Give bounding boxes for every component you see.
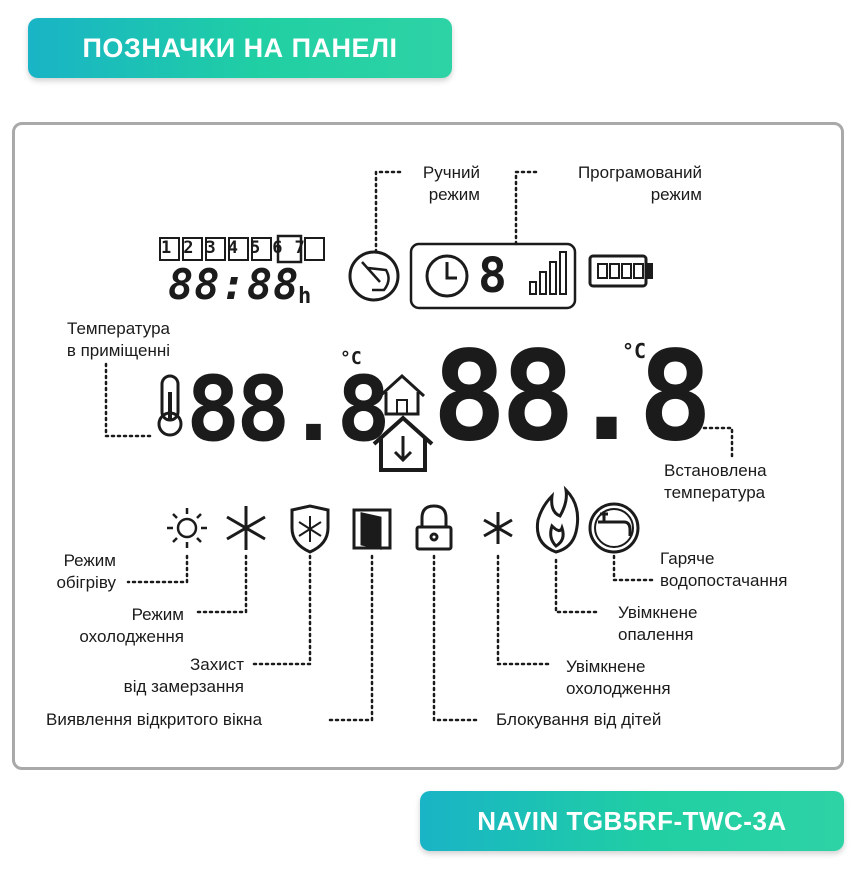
lock-icon — [415, 504, 453, 551]
signal-bars-icon — [529, 251, 567, 295]
leader-program — [514, 170, 542, 246]
set-temp-unit: °C — [622, 339, 647, 363]
title-banner: ПОЗНАЧКИ НА ПАНЕЛІ — [28, 18, 452, 78]
lcd-panel-frame — [12, 122, 844, 770]
leader-manual — [374, 170, 402, 254]
room-temp-unit: °C — [340, 348, 362, 369]
leader-hot-water — [612, 554, 654, 582]
program-digit: 8 — [478, 248, 507, 304]
set-temperature-value: 88.8 — [432, 325, 713, 469]
window-icon — [352, 508, 392, 550]
leader-heating-mode — [126, 554, 189, 584]
clock-icon — [425, 254, 469, 298]
battery-icon — [588, 254, 653, 288]
hot-water-icon — [588, 502, 640, 554]
house-icon — [378, 373, 426, 416]
leader-heating-on — [554, 558, 602, 614]
label-child-lock: Блокування від дітей — [496, 710, 662, 729]
leader-room-temp — [104, 362, 152, 438]
frost-shield-icon — [290, 504, 330, 554]
sun-icon — [167, 508, 207, 548]
label-open-window: Виявлення відкритого вікна — [46, 710, 263, 729]
leader-cooling-mode — [194, 554, 248, 614]
thermometer-icon — [157, 374, 183, 437]
clock-display: 88:88 — [168, 260, 300, 309]
leader-window — [324, 554, 374, 722]
weekday-numbers: 1234567 — [161, 238, 317, 258]
leader-frost — [248, 554, 312, 666]
program-mode-box — [409, 242, 577, 310]
leader-child-lock — [432, 554, 482, 722]
house-heating-icon — [372, 415, 434, 472]
cooling-on-icon — [483, 512, 513, 544]
snowflake-icon — [226, 506, 266, 550]
leader-set-temp — [648, 426, 734, 460]
clock-unit: h — [298, 284, 312, 309]
weekday-indicators — [159, 234, 325, 264]
page-title: ПОЗНАЧКИ НА ПАНЕЛІ — [82, 32, 398, 63]
flame-icon — [535, 485, 580, 554]
manual-mode-icon — [348, 250, 400, 302]
model-name: NAVIN TGB5RF-TWC-3A — [477, 805, 787, 836]
leader-cooling-on — [496, 554, 552, 666]
model-banner: NAVIN TGB5RF-TWC-3A — [420, 791, 844, 851]
room-temperature-value: 88.8 — [186, 357, 391, 462]
